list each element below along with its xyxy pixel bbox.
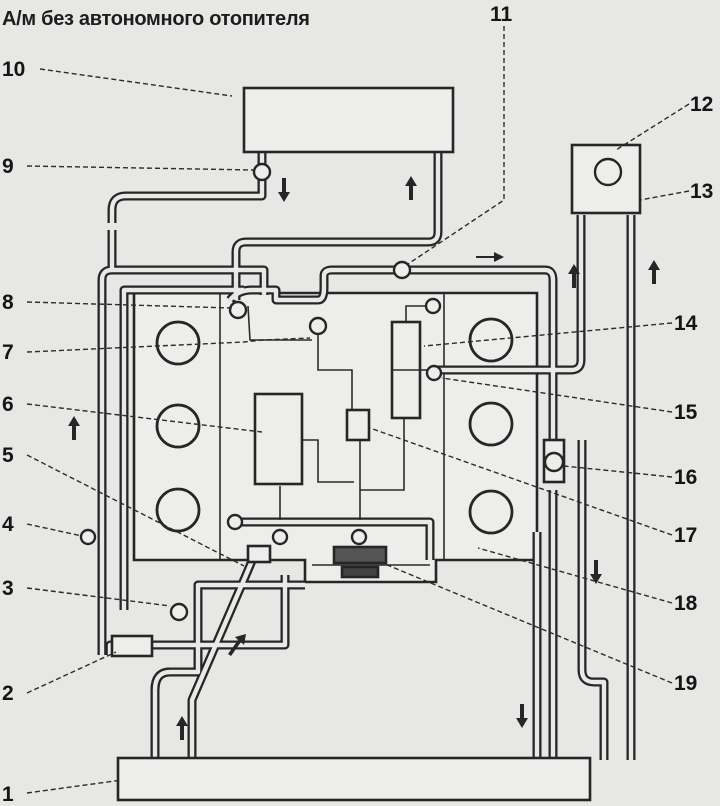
label-8: 8 (2, 291, 14, 314)
coolant-pump (332, 545, 388, 565)
non-return-valve (543, 451, 565, 473)
arrow-down-icon (516, 704, 528, 728)
label-auxiliary-pump: 2 (2, 682, 14, 705)
label-expansion-tank: 10 (2, 58, 26, 81)
cylinder-left-1 (155, 320, 201, 366)
flow-arrows (68, 176, 660, 740)
radiator (116, 756, 592, 802)
label-15: 15 (674, 401, 698, 424)
label-4: 4 (2, 513, 14, 536)
heater-valve (593, 157, 623, 187)
arrow-up-right-icon (228, 634, 246, 656)
arrow-down-icon (590, 560, 602, 584)
oil-cooler (253, 392, 304, 486)
label-11: 11 (490, 3, 513, 26)
node-bottom-right (350, 528, 368, 546)
label-heater-core: 13 (690, 180, 714, 203)
node-11 (392, 260, 412, 280)
coolant-pump-pulley (340, 565, 380, 579)
node-7 (308, 316, 328, 336)
cylinder-left-2 (155, 403, 201, 449)
hose-channels (99, 150, 634, 760)
cylinder-left-3 (155, 487, 201, 533)
node-3 (169, 602, 189, 622)
arrow-down-icon (278, 178, 290, 202)
arrow-right-icon (476, 252, 504, 262)
expansion-tank (242, 86, 455, 154)
node-bottom-mid (271, 528, 289, 546)
arrow-up-icon (568, 264, 580, 288)
label-coolant-pump: 19 (674, 672, 698, 695)
label-radiator: 1 (2, 783, 14, 806)
node-15 (425, 364, 443, 382)
label-5: 5 (2, 444, 14, 467)
label-3: 3 (2, 577, 14, 600)
temperature-sender (246, 544, 272, 564)
node-9 (252, 162, 272, 182)
auxiliary-pump (110, 634, 154, 658)
arrow-up-icon (648, 260, 660, 284)
node-bottom-left (226, 513, 244, 531)
label-control-valve: 17 (674, 524, 698, 547)
node-14-top (424, 297, 442, 315)
arrow-up-icon (405, 176, 417, 200)
cylinder-right-3 (468, 489, 514, 535)
control-valve (345, 408, 371, 442)
cylinder-right-2 (468, 401, 514, 447)
node-8 (228, 300, 248, 320)
leader-lines (26, 26, 690, 794)
junction-nodes (79, 162, 443, 622)
label-thermostat: 14 (674, 312, 698, 335)
label-9: 9 (2, 155, 14, 178)
cylinder-right-1 (468, 317, 514, 363)
label-oil-cooler: 6 (2, 393, 14, 416)
arrow-up-icon (68, 416, 80, 440)
label-engine-block: 18 (674, 592, 698, 615)
node-4 (79, 528, 97, 546)
label-7: 7 (2, 341, 14, 364)
label-non-return-valve: 16 (674, 466, 698, 489)
diagram-title: А/м без автономного отопителя (2, 8, 310, 30)
arrow-up-icon (176, 716, 188, 740)
label-heater-valve: 12 (690, 93, 714, 116)
cylinders (155, 317, 514, 535)
